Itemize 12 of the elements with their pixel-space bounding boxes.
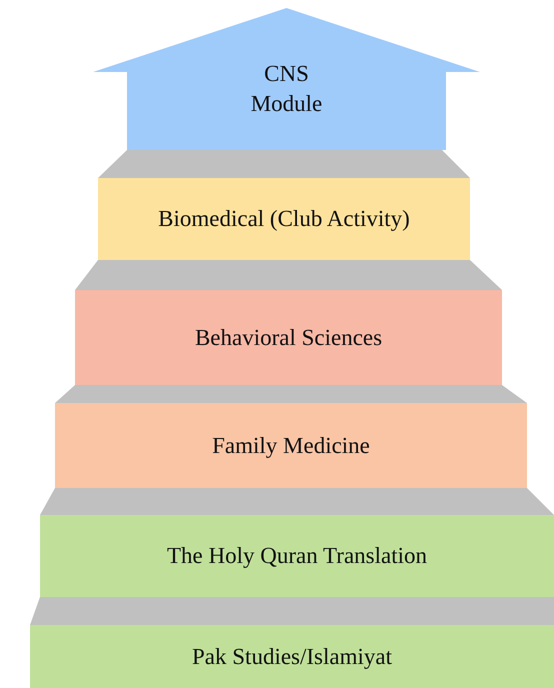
step-label: The Holy Quran Translation: [166, 542, 427, 570]
up-arrow-shape: [93, 8, 480, 150]
step-label: CNS Module: [250, 60, 324, 118]
step-label: Pak Studies/Islamiyat: [192, 642, 392, 671]
step-label: Biomedical (Club Activity): [158, 205, 410, 234]
step-box: [30, 625, 554, 688]
step-box: [98, 178, 470, 260]
step-box: [75, 290, 502, 385]
step-label: Behavioral Sciences: [194, 324, 382, 352]
step-box: [40, 515, 554, 597]
step-label: Family Medicine: [212, 432, 370, 460]
step-box: [55, 403, 527, 488]
